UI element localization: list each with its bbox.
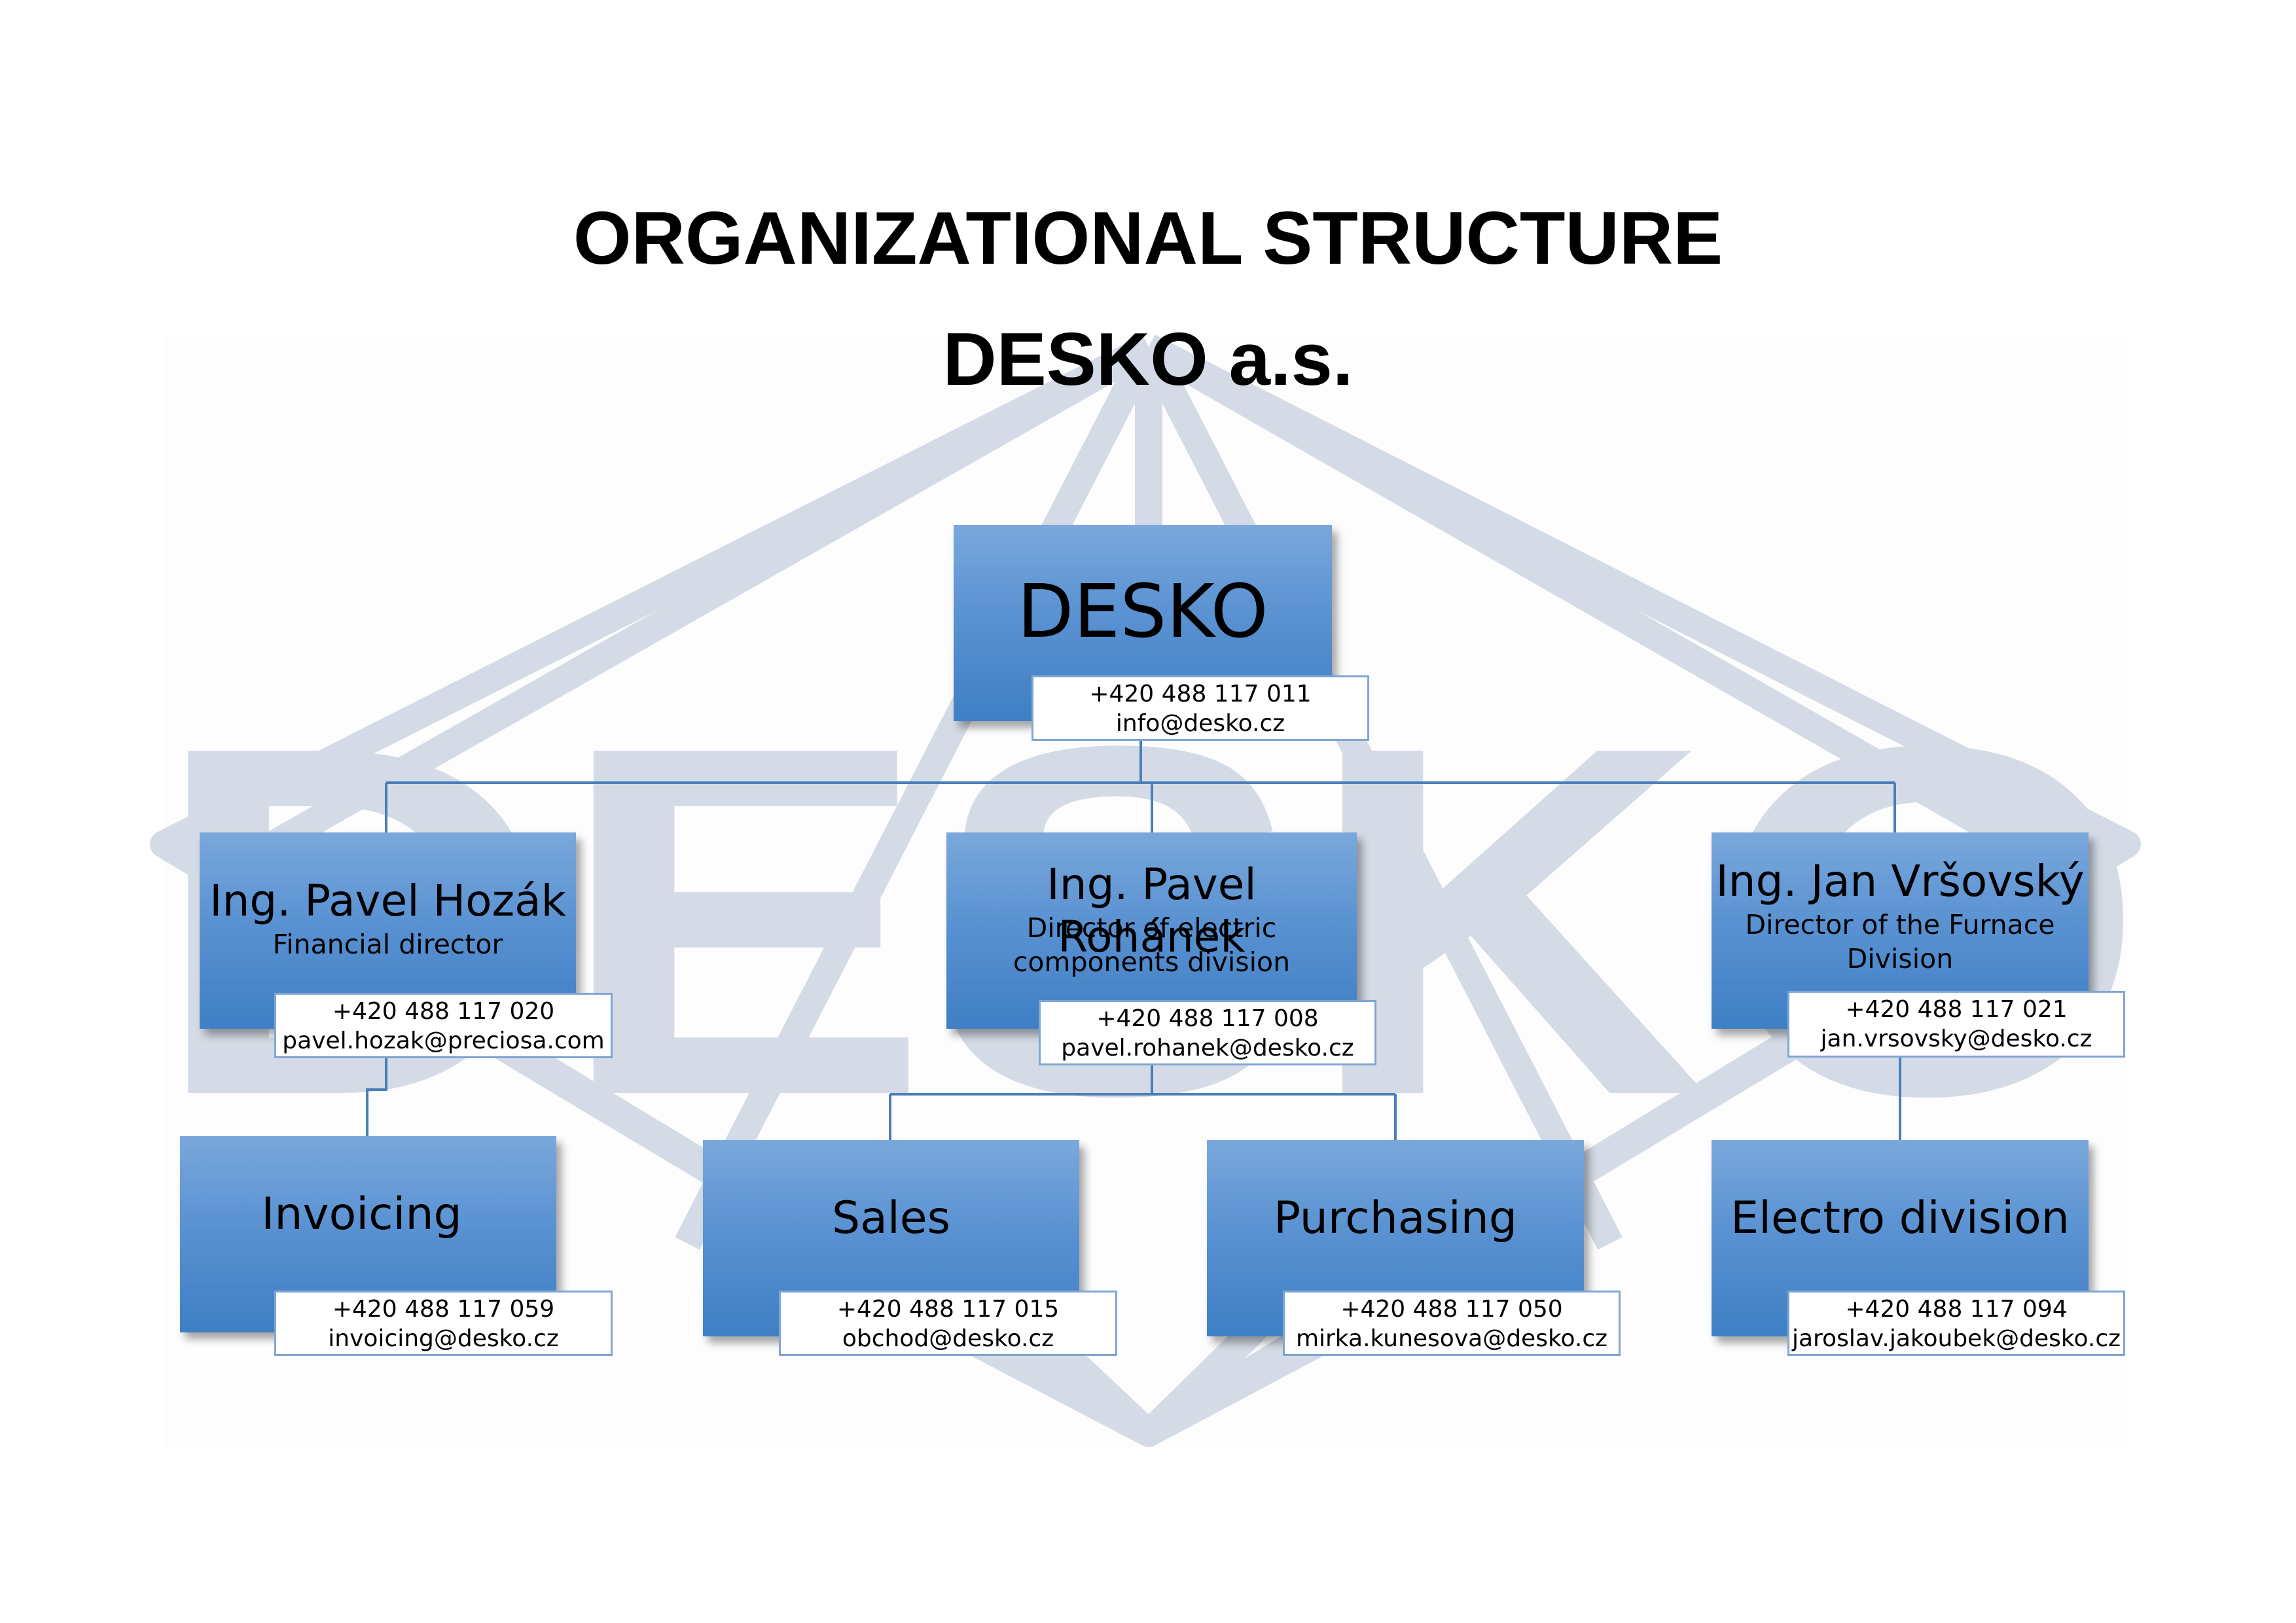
contact-email: info@desko.cz (1115, 710, 1285, 737)
node-department-name: Invoicing (261, 1188, 462, 1240)
node-director-role: Director of the Furnace Division (1745, 909, 2055, 974)
contact-phone: +420 488 117 020 (332, 998, 555, 1025)
contact-department-invoicing: +420 488 117 059 invoicing@desko.cz (274, 1291, 613, 1356)
contact-email: pavel.rohanek@desko.cz (1061, 1035, 1354, 1061)
contact-root: +420 488 117 011 info@desko.cz (1031, 675, 1369, 741)
contact-email: pavel.hozak@preciosa.com (282, 1027, 605, 1054)
node-director-name: Ing. Jan Vršovský (1715, 856, 2085, 906)
contact-email: invoicing@desko.cz (328, 1325, 559, 1352)
node-department-name: Sales (832, 1192, 950, 1244)
node-department-name: Purchasing (1273, 1192, 1518, 1244)
node-director-electric-components[interactable]: Ing. Pavel Rohánek Director of electric … (946, 832, 1357, 1029)
contact-phone: +420 488 117 094 (1845, 1296, 2068, 1323)
contact-director-financial: +420 488 117 020 pavel.hozak@preciosa.co… (274, 993, 613, 1058)
node-director-name: Ing. Pavel Hozák (209, 876, 566, 926)
contact-phone: +420 488 117 021 (1845, 996, 2068, 1023)
contact-email: jaroslav.jakoubek@desko.cz (1791, 1325, 2121, 1352)
page-title: ORGANIZATIONAL STRUCTURE (573, 197, 1723, 280)
contact-phone: +420 488 117 050 (1340, 1296, 1563, 1323)
contact-phone: +420 488 117 011 (1089, 681, 1312, 707)
contact-director-furnace: +420 488 117 021 jan.vrsovsky@desko.cz (1787, 991, 2125, 1058)
contact-email: jan.vrsovsky@desko.cz (1820, 1026, 2092, 1052)
page-subtitle: DESKO a.s. (942, 318, 1354, 401)
contact-department-electro-division: +420 488 117 094 jaroslav.jakoubek@desko… (1787, 1291, 2125, 1356)
contact-email: obchod@desko.cz (842, 1325, 1054, 1352)
contact-phone: +420 488 117 059 (332, 1296, 555, 1323)
node-director-name: Ing. Pavel Rohánek (1047, 859, 1257, 962)
node-department-name: Electro division (1731, 1192, 2070, 1244)
contact-department-sales: +420 488 117 015 obchod@desko.cz (779, 1291, 1117, 1356)
contact-email: mirka.kunesova@desko.cz (1295, 1325, 1608, 1352)
node-director-role: Financial director (272, 929, 503, 960)
contact-phone: +420 488 117 015 (836, 1296, 1060, 1323)
node-director-role: Director of electric components division (1013, 912, 1291, 978)
contact-department-purchasing: +420 488 117 050 mirka.kunesova@desko.cz (1283, 1291, 1621, 1356)
contact-director-electric-components: +420 488 117 008 pavel.rohanek@desko.cz (1039, 1000, 1376, 1065)
contact-phone: +420 488 117 008 (1096, 1005, 1319, 1032)
